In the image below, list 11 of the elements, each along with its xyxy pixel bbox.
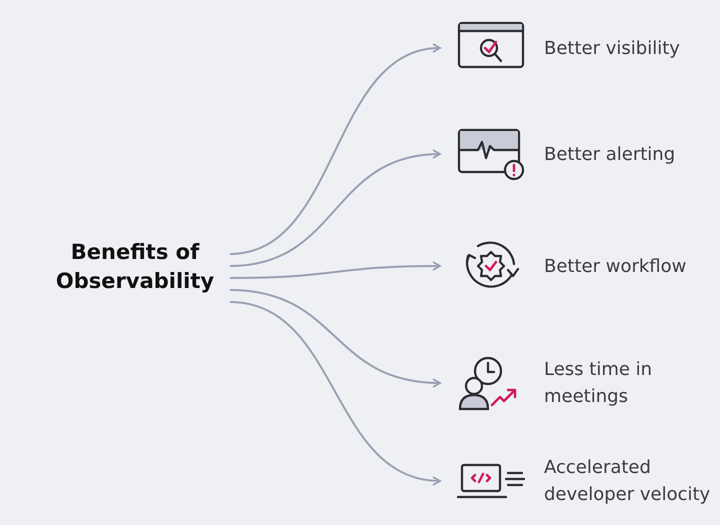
- title-label: Benefits of Observability: [54, 238, 216, 295]
- arrow: [230, 289, 441, 388]
- arrow: [230, 150, 441, 267]
- benefit-label: Accelerated developer velocity: [544, 456, 712, 507]
- arrow: [230, 301, 441, 485]
- benefit-label: Better visibility: [544, 36, 680, 60]
- benefit-label: Better workflow: [544, 254, 686, 278]
- arrow: [230, 44, 441, 255]
- arrow: [230, 261, 441, 279]
- benefit-label: Less time in meetings: [544, 358, 654, 409]
- benefit-label: Better alerting: [544, 142, 676, 166]
